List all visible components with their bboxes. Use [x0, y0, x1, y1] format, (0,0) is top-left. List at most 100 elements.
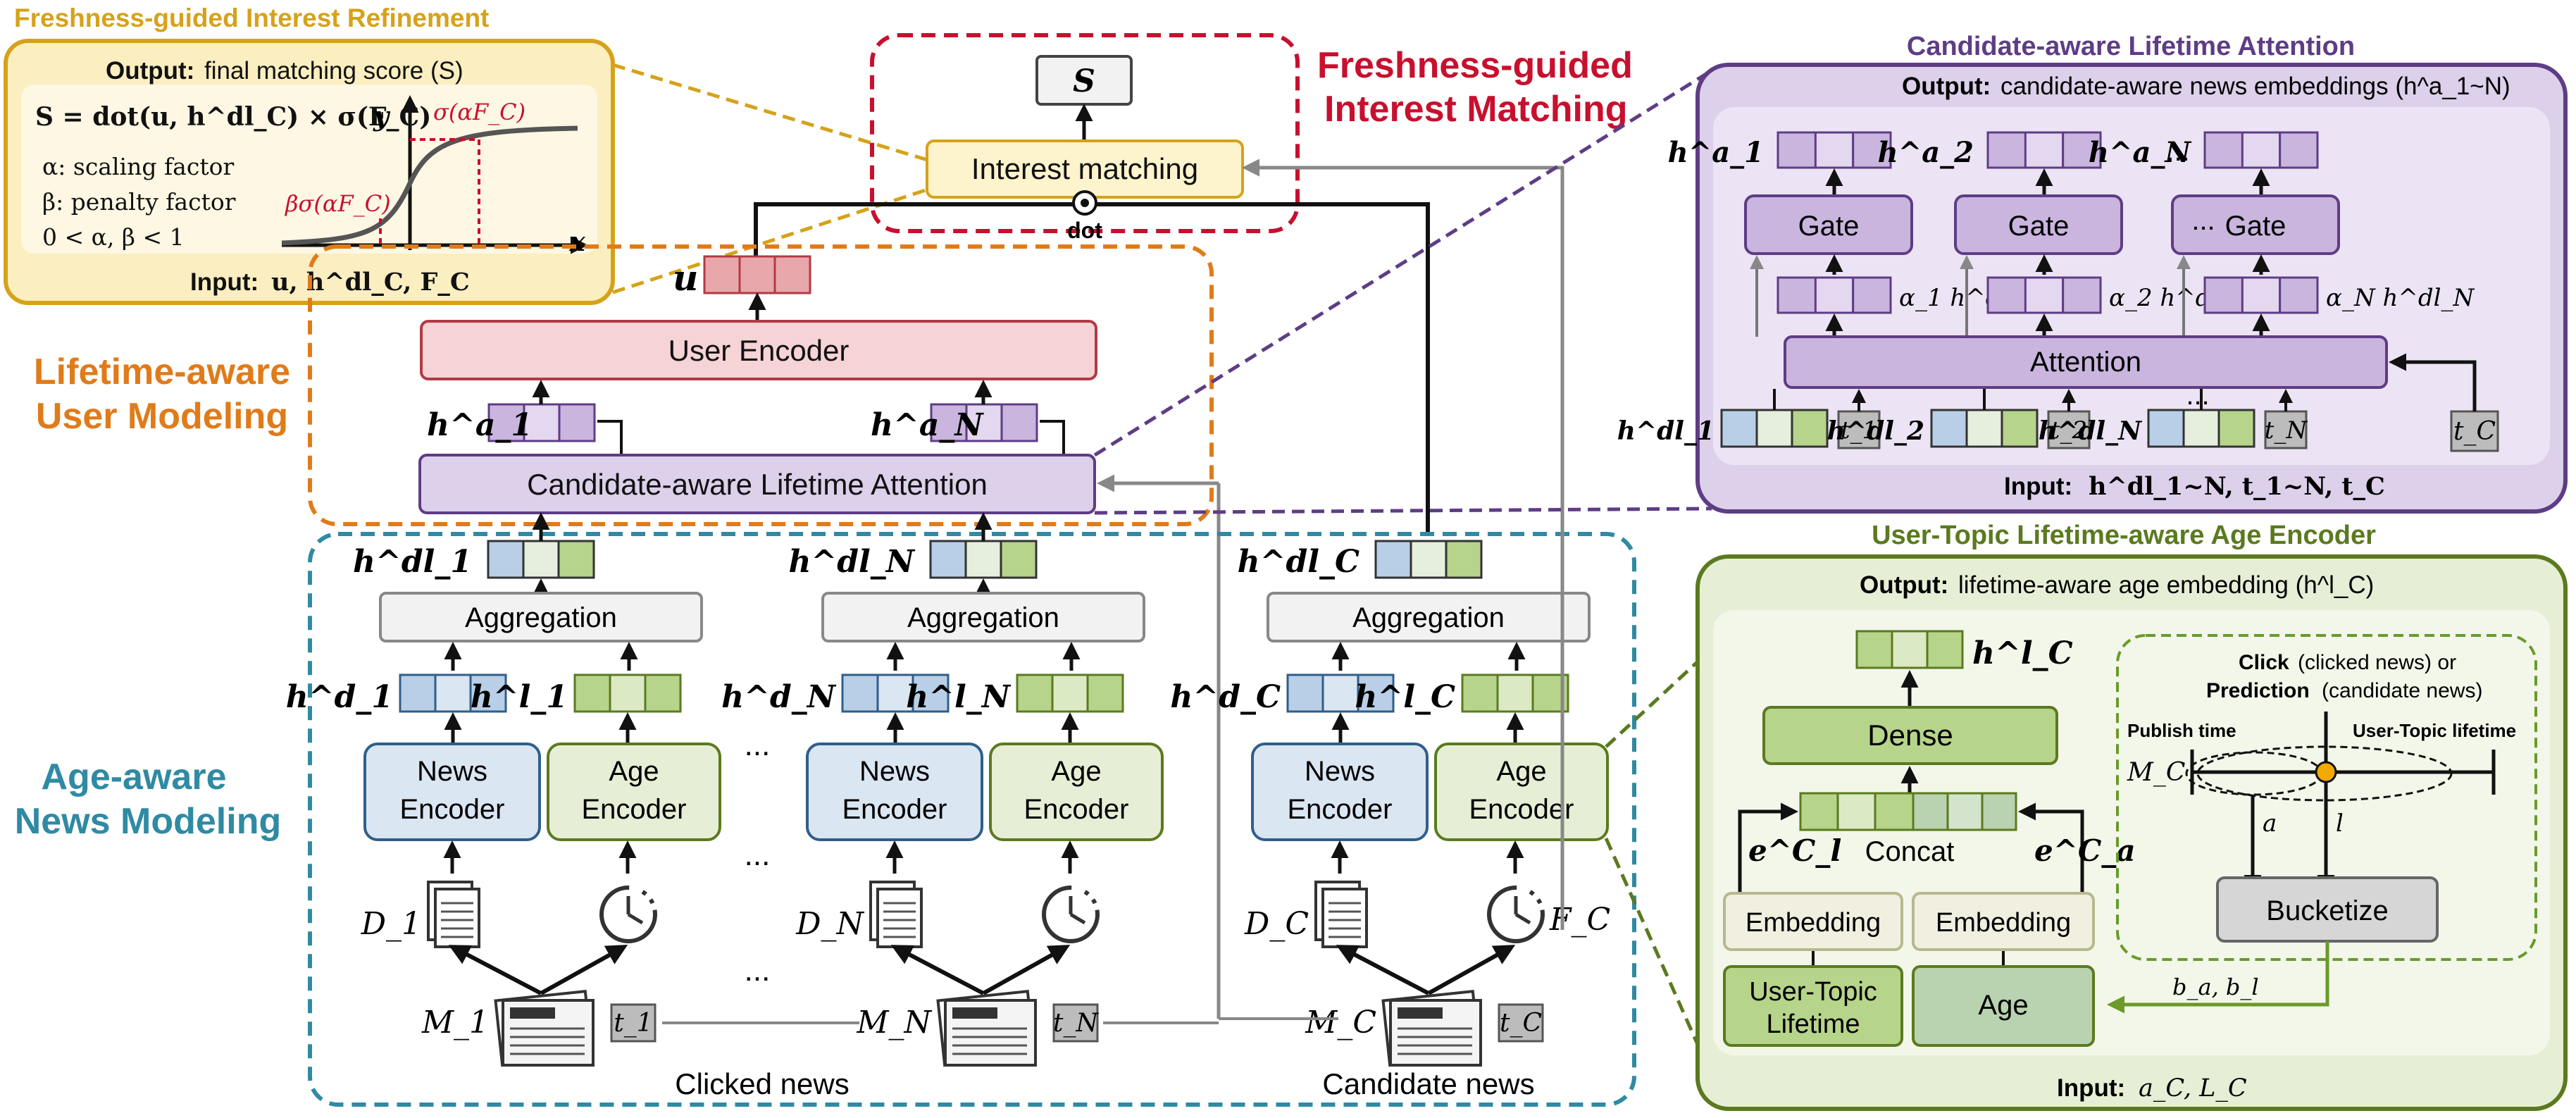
- svg-text:h^a_1: h^a_1: [1668, 136, 1764, 169]
- hdl-label: h^dl_C: [1238, 544, 1359, 580]
- svg-text:t_C: t_C: [1500, 1009, 1542, 1038]
- newspaper-icon: [1381, 989, 1482, 1067]
- svg-text:l: l: [2336, 809, 2344, 838]
- news-modeling-title-line2: News Modeling: [15, 801, 281, 842]
- hl-label: h^l_1: [471, 679, 568, 715]
- svg-text:candidate-aware news embedding: candidate-aware news embeddings (h^a_1~N…: [2001, 73, 2510, 100]
- svg-text:h^a_1: h^a_1: [427, 407, 533, 443]
- svg-text:News: News: [1305, 756, 1375, 787]
- svg-text:News: News: [859, 756, 930, 787]
- hlc-vector: h^l_C: [1855, 630, 2073, 671]
- svg-text:Output:: Output:: [1902, 73, 1991, 100]
- dot-product-node: dot: [1067, 190, 1102, 243]
- svg-text:Concat: Concat: [1865, 836, 1955, 867]
- cla-panel-title: Candidate-aware Lifetime Attention: [1907, 32, 2355, 61]
- svg-text:Gate: Gate: [1798, 211, 1860, 242]
- hdl-label: h^dl_N: [788, 544, 915, 580]
- freshness-label: F_C: [1549, 902, 1610, 938]
- news-id-label: M_1: [421, 1005, 489, 1041]
- hdl-vector: [487, 540, 595, 579]
- concat-vector: Concat: [1799, 792, 2017, 867]
- svg-text:h^dl_1~N, t_1~N, t_C: h^dl_1~N, t_1~N, t_C: [2089, 472, 2385, 501]
- interest-matching-box: Interest matching: [926, 139, 1244, 199]
- svg-text:M_C: M_C: [2127, 758, 2185, 787]
- refinement-input-text: u, h^dl_C, F_C: [271, 268, 470, 297]
- hd-label: h^d_N: [721, 679, 837, 715]
- cla-ha-vector: [2203, 131, 2319, 169]
- age-panel-title: User-Topic Lifetime-aware Age Encoder: [1872, 521, 2376, 550]
- user-modeling-region: [308, 244, 1214, 526]
- svg-text:dot: dot: [1067, 218, 1102, 243]
- svg-text:t_1: t_1: [614, 1009, 652, 1038]
- document-icon: [1314, 881, 1368, 948]
- svg-text:α_N h^dl_N: α_N h^dl_N: [2326, 284, 2475, 312]
- cla-ha-vector: [1777, 131, 1892, 169]
- svg-text:Age: Age: [1978, 990, 2028, 1021]
- svg-text:b_a, b_l: b_a, b_l: [2172, 974, 2259, 1000]
- svg-text:Aggregation: Aggregation: [465, 602, 617, 633]
- svg-text:Encoder: Encoder: [1469, 794, 1574, 825]
- svg-text:a_C, L_C: a_C, L_C: [2139, 1074, 2247, 1103]
- newspaper-icon: [494, 989, 595, 1067]
- svg-text:h^a_N: h^a_N: [871, 407, 984, 443]
- svg-text:Publish time: Publish time: [2127, 720, 2236, 741]
- weighted-vector: [2203, 276, 2319, 314]
- svg-text:Age: Age: [609, 756, 659, 787]
- matching-title-line1: Freshness-guided: [1317, 45, 1633, 86]
- svg-text:Lifetime: Lifetime: [1766, 1010, 1860, 1039]
- svg-text:Gate: Gate: [2008, 211, 2070, 242]
- newspaper-icon: [936, 989, 1037, 1067]
- svg-text:h^a_2: h^a_2: [1878, 136, 1974, 169]
- svg-text:Output:: Output:: [1860, 571, 1948, 599]
- news-modeling-title-line1: Age-aware: [42, 757, 227, 797]
- gate-box: Gate: [1744, 194, 1913, 255]
- svg-text:Age: Age: [1496, 756, 1546, 787]
- svg-text:Encoder: Encoder: [1024, 794, 1129, 825]
- svg-text:t_N: t_N: [2265, 416, 2308, 445]
- clicked-news-label: Clicked news: [675, 1067, 849, 1100]
- news-id-label: M_C: [1305, 1005, 1376, 1041]
- hl-vector: [1016, 673, 1124, 713]
- hd-label: h^d_1: [286, 679, 393, 715]
- cla-panel: Output: candidate-aware news embeddings …: [1617, 63, 2568, 514]
- hl-vector: [1461, 673, 1569, 713]
- news-modeling-region: [308, 532, 1636, 1107]
- svg-text:t_1: t_1: [1841, 416, 1877, 445]
- cla-time-box: t_1: [1837, 410, 1881, 449]
- doc-label: D_C: [1244, 906, 1309, 942]
- svg-text:Aggregation: Aggregation: [907, 602, 1059, 633]
- axis-y-label: y: [373, 100, 391, 132]
- mid-ellipsis-3: ...: [745, 953, 771, 988]
- hd-vector: [399, 673, 507, 713]
- svg-text:User-Topic lifetime: User-Topic lifetime: [2353, 720, 2516, 741]
- clock-icon: [1487, 886, 1545, 943]
- gate-box: Gate: [2171, 194, 2340, 255]
- weighted-vector: [1986, 276, 2102, 314]
- svg-text:h^dl_2: h^dl_2: [1827, 416, 1924, 446]
- refinement-output-text: final matching score (S): [204, 57, 463, 85]
- svg-text:t_C: t_C: [2453, 417, 2496, 446]
- bucketize-box: Bucketize: [2216, 876, 2439, 943]
- clock-icon: [599, 886, 657, 943]
- user-modeling-title-line2: User Modeling: [36, 396, 288, 437]
- user-vector-u: u: [673, 255, 811, 299]
- svg-text:e^C_a: e^C_a: [2034, 833, 2136, 868]
- svg-text:h^dl_1: h^dl_1: [1617, 416, 1715, 446]
- gate-box: Gate: [1954, 194, 2123, 255]
- hdl-label: h^dl_1: [353, 544, 472, 580]
- cla-input-vector: [1930, 409, 2039, 448]
- user-encoder-box: User Encoder: [420, 320, 1097, 380]
- hdl-vector: [1374, 540, 1483, 579]
- svg-text:e^C_l: e^C_l: [1748, 833, 1841, 868]
- alpha-beta-constraint: 0 < α, β < 1: [42, 223, 185, 251]
- svg-text:Attention: Attention: [2030, 347, 2141, 378]
- refinement-box: Output: final matching score (S) S = dot…: [4, 39, 615, 305]
- svg-text:t_2: t_2: [2051, 416, 2087, 445]
- svg-text:Encoder: Encoder: [400, 794, 505, 825]
